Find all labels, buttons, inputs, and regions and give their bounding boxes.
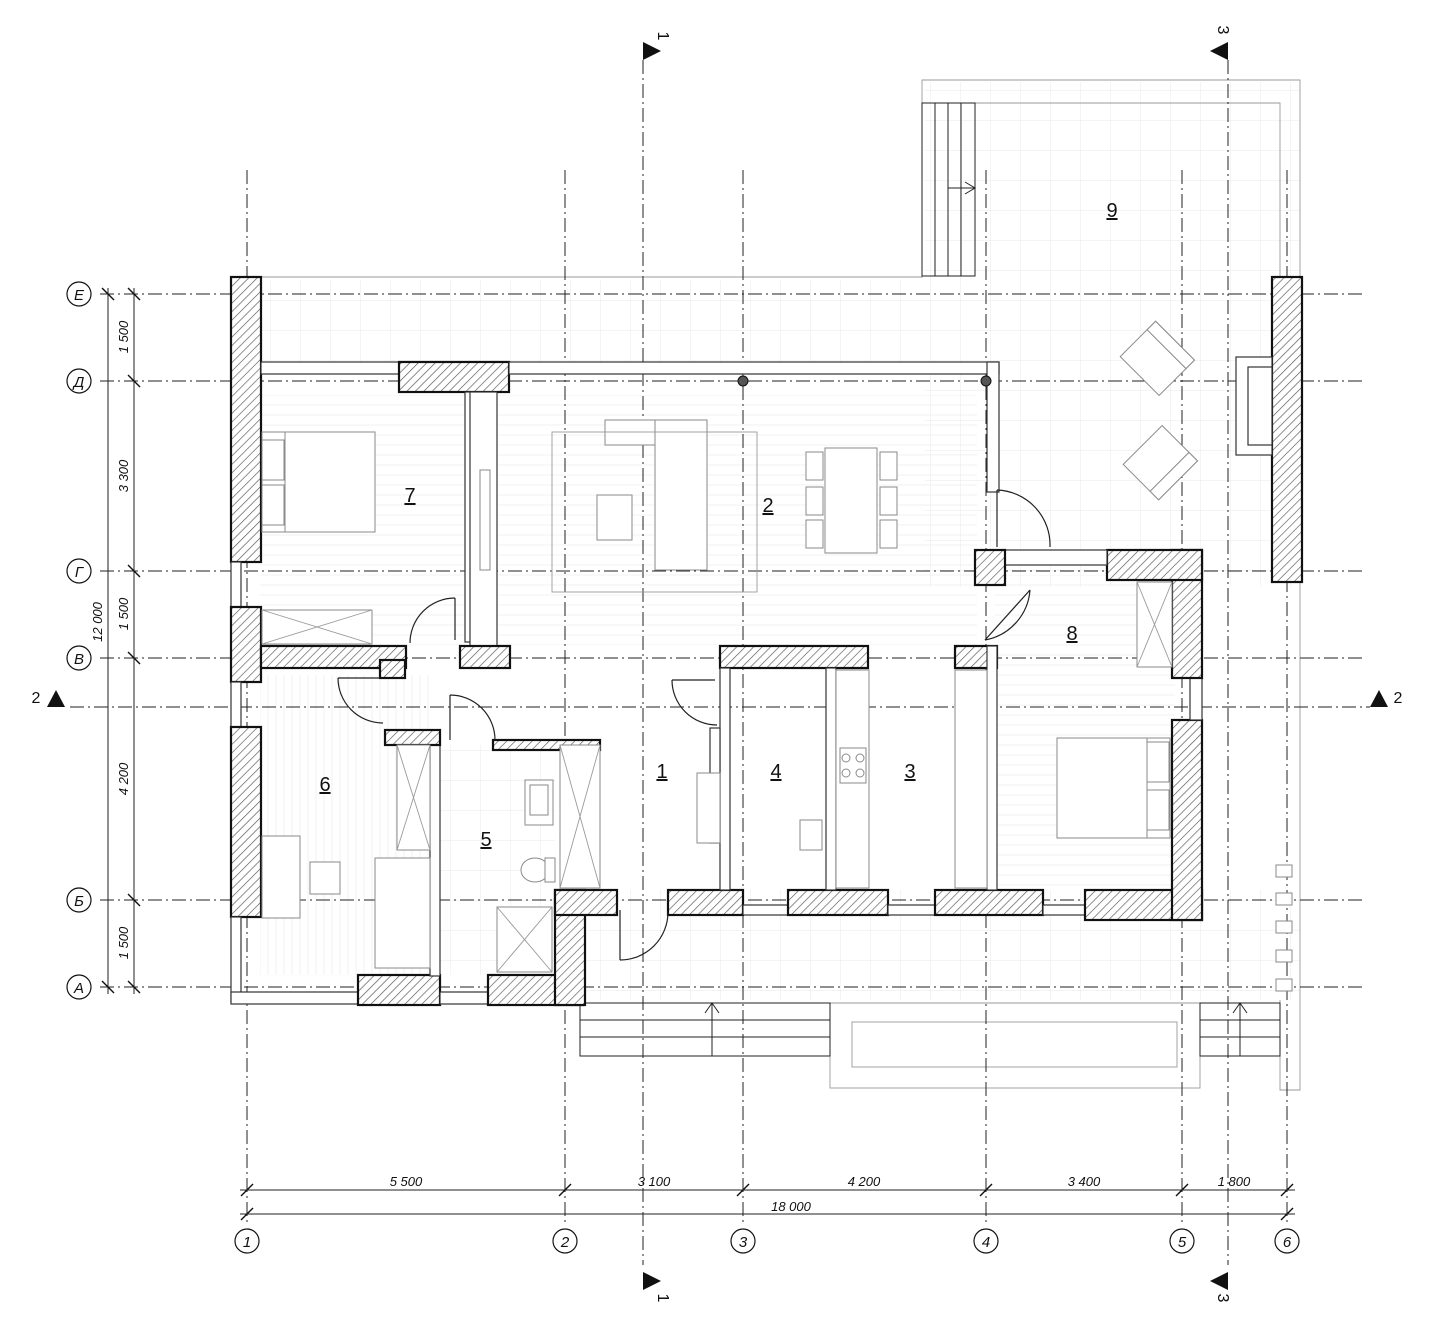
axis-a: А [66,974,92,1000]
section-2-left: 2 [32,690,41,707]
entrance-stairs [579,1002,1281,1057]
room-label-6: 6 [319,774,330,796]
axis-3: 3 [730,1228,756,1254]
section-markers: 1 1 3 3 2 2 [32,26,1403,1303]
svg-text:5: 5 [1178,1234,1187,1251]
room-label-4: 4 [770,761,781,783]
dim-bottom-4: 3 400 [1068,1174,1101,1189]
bottom-dimensions: 5 500 3 100 4 200 3 400 1 800 18 000 [240,1174,1295,1221]
room-label-2: 2 [762,495,773,517]
dim-bottom-2: 3 100 [638,1174,671,1189]
axis-5: 5 [1169,1228,1195,1254]
room-label-1: 1 [656,761,667,783]
svg-text:6: 6 [1283,1234,1292,1251]
floor-finishes [245,82,1300,1000]
axis-4: 4 [973,1228,999,1254]
room-label-8: 8 [1066,623,1077,645]
svg-text:3: 3 [739,1234,748,1251]
svg-text:Е: Е [74,287,85,304]
dim-left-5: 1 500 [116,926,131,959]
dim-left-2: 3 300 [116,459,131,492]
left-dimensions: 1 500 3 300 1 500 4 200 1 500 12 000 [90,287,141,994]
svg-text:1: 1 [243,1234,251,1251]
room-label-3: 3 [904,761,915,783]
section-3-bottom: 3 [1214,1294,1231,1303]
dim-left-total: 12 000 [90,601,105,642]
doors [337,489,1051,961]
section-2-right: 2 [1394,690,1403,707]
section-3-top: 3 [1214,26,1231,35]
axis-6: 6 [1274,1228,1300,1254]
axis-2: 2 [552,1228,578,1254]
axis-1: 1 [234,1228,260,1254]
svg-text:А: А [73,980,84,997]
axis-g: Г [66,558,92,584]
dim-bottom-1: 5 500 [390,1174,423,1189]
axis-v: В [66,645,92,671]
dim-left-3: 1 500 [116,597,131,630]
section-1-bottom: 1 [654,1294,671,1303]
svg-text:2: 2 [560,1234,570,1251]
terrace-stairs [921,102,976,277]
dim-bottom-5: 1 800 [1218,1174,1251,1189]
axis-d: Д [66,368,92,394]
axis-b: Б [66,887,92,913]
svg-text:В: В [74,651,84,668]
dim-left-4: 4 200 [116,762,131,795]
svg-text:4: 4 [982,1234,990,1251]
room-label-7: 7 [404,485,415,507]
svg-text:Д: Д [72,374,85,391]
room-label-9: 9 [1106,200,1117,222]
furniture [261,320,1293,992]
room-labels: 1 2 3 4 5 6 7 8 9 [319,200,1117,851]
dim-left-1: 1 500 [116,320,131,353]
axis-markers: 1 2 3 4 5 6 А Б В Г Д Е [66,281,1300,1254]
axis-e: Е [66,281,92,307]
dim-bottom-total: 18 000 [771,1199,812,1214]
dim-bottom-3: 4 200 [848,1174,881,1189]
svg-text:Б: Б [74,893,84,910]
section-1-top: 1 [654,32,671,41]
room-label-5: 5 [480,829,491,851]
svg-text:Г: Г [75,564,85,581]
